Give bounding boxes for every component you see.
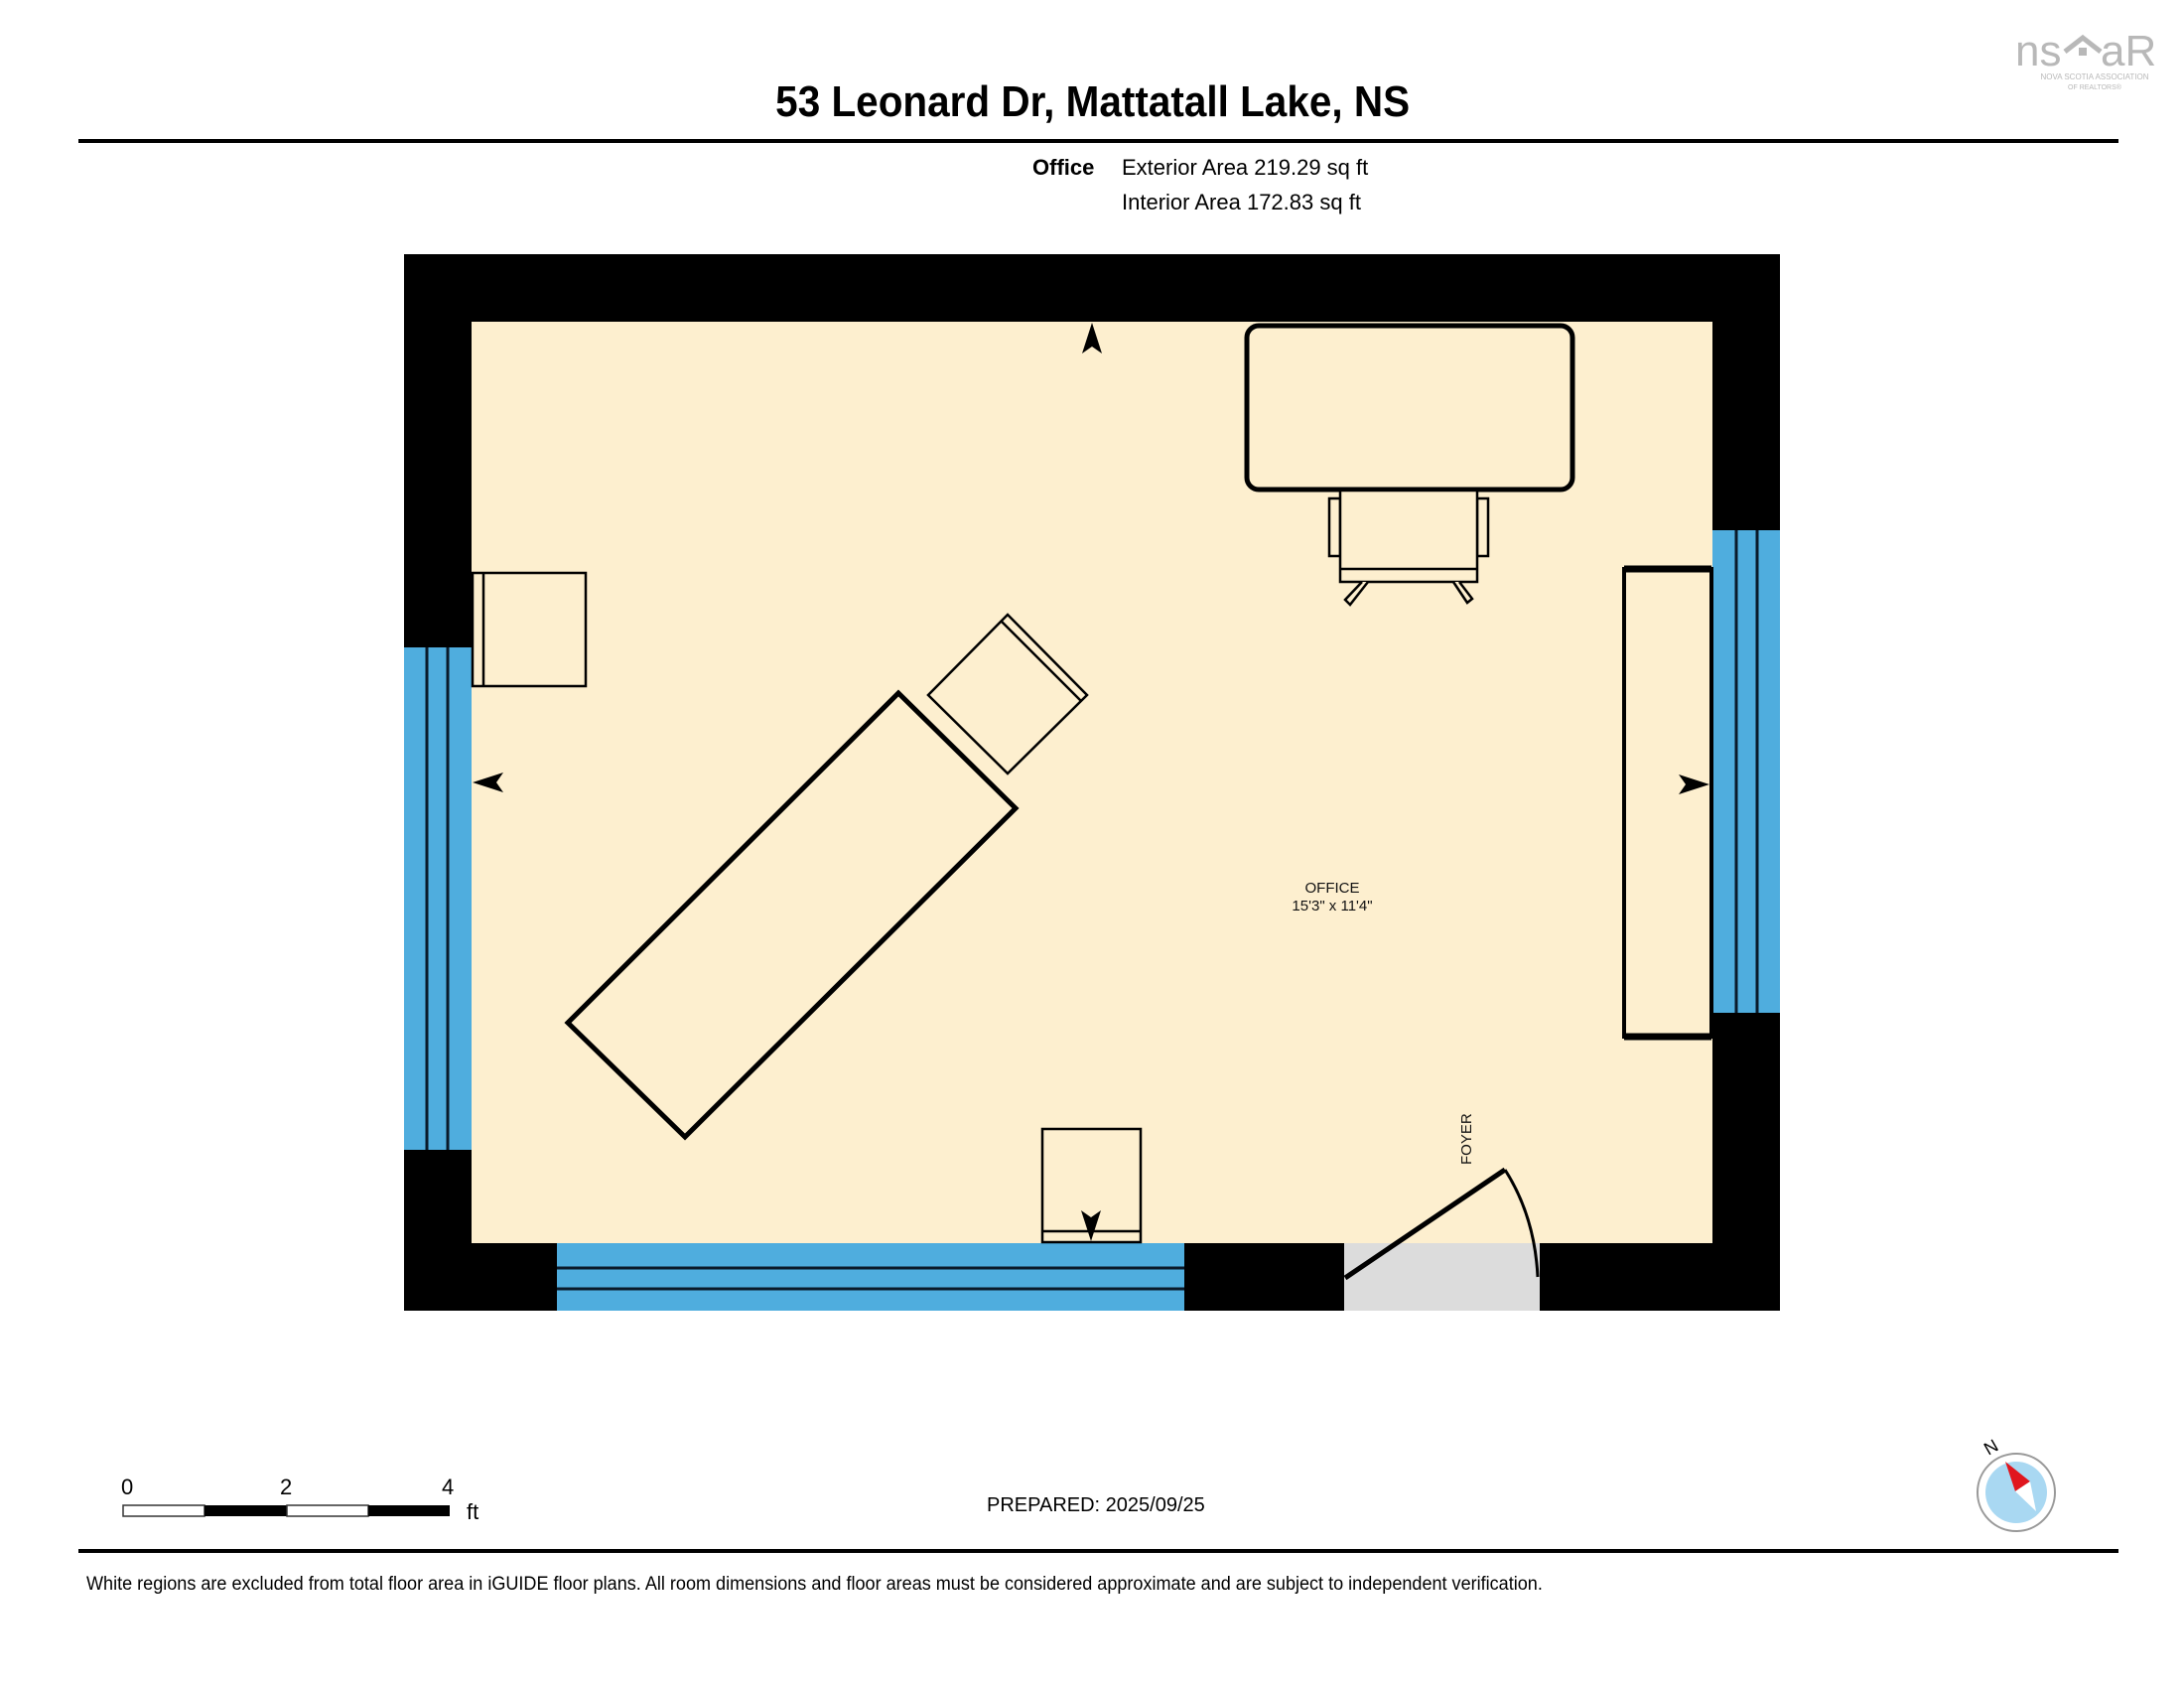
scale-unit: ft [467, 1499, 479, 1524]
side-table-left [471, 571, 588, 688]
svg-text:OF REALTORS®: OF REALTORS® [2068, 83, 2122, 91]
svg-text:ns: ns [2015, 27, 2061, 75]
interior-area: Interior Area 172.83 sq ft [1122, 190, 1361, 214]
photo-arrow-top [1082, 323, 1102, 353]
window-left [404, 647, 472, 1150]
photo-arrow-left [473, 773, 503, 792]
room-name: Office [1032, 155, 1095, 180]
photo-arrow-right [1679, 774, 1709, 794]
window-right [1712, 530, 1780, 1013]
scale-label-4: 4 [442, 1475, 455, 1499]
desk-chair [1327, 489, 1490, 607]
room-dimensions: 15'3" x 11'4" [1292, 898, 1372, 914]
rotated-cabinet [926, 613, 1089, 775]
disclaimer: White regions are excluded from total fl… [86, 1574, 1543, 1595]
photo-arrow-bottom [1081, 1210, 1101, 1241]
exterior-area: Exterior Area 219.29 sq ft [1122, 155, 1369, 180]
bookshelf [1622, 567, 1713, 1039]
prepared-date: PREPARED: 2025/09/25 [987, 1494, 1205, 1516]
header-rule [78, 139, 2118, 143]
svg-text:N: N [1980, 1436, 2001, 1460]
foyer-label: FOYER [1458, 1113, 1475, 1165]
side-table-bottom [1040, 1127, 1143, 1244]
floor-plan: OFFICE 15'3" x 11'4" FOYER [404, 254, 1780, 1311]
desk [1244, 323, 1575, 492]
scale-bar [122, 1504, 450, 1517]
footer-rule [78, 1549, 2118, 1553]
svg-text:aR: aR [2101, 27, 2156, 75]
window-bottom [557, 1243, 1184, 1311]
scale-label-2: 2 [280, 1475, 293, 1499]
page-title: 53 Leonard Dr, Mattatall Lake, NS [775, 77, 1411, 126]
compass-icon: N [1977, 1436, 2056, 1532]
svg-text:NOVA SCOTIA ASSOCIATION: NOVA SCOTIA ASSOCIATION [2040, 72, 2148, 81]
scale-label-0: 0 [121, 1475, 134, 1499]
nsar-logo: ns aR NOVA SCOTIA ASSOCIATION OF REALTOR… [2015, 27, 2156, 91]
room-label: OFFICE [1305, 880, 1360, 897]
rotated-table [564, 689, 1020, 1141]
entry-door [1343, 1167, 1540, 1311]
